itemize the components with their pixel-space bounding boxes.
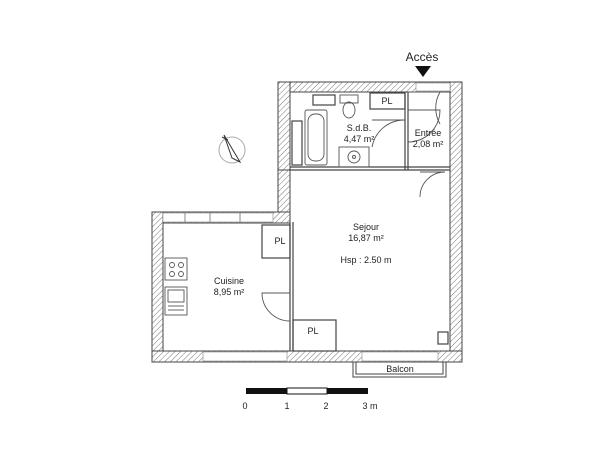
closet-label: PL [307, 326, 318, 336]
room-name-sdb: S.d.B. [347, 123, 372, 133]
doors [261, 91, 446, 322]
room-area-cuisine: 8,95 m² [214, 287, 245, 297]
room-name-cuisine: Cuisine [214, 276, 244, 286]
stove-icon [164, 257, 188, 281]
fixtures [164, 94, 370, 316]
kitchen-sink-icon [164, 286, 188, 316]
balcony [352, 361, 447, 378]
room-labels: S.d.B. 4,47 m² Entrée 2,08 m² Sejour 16,… [214, 96, 444, 374]
svg-text:3 m: 3 m [362, 401, 377, 411]
room-name-entree: Entrée [415, 128, 442, 138]
room-area-sejour: 16,87 m² [348, 233, 384, 243]
ceiling-height: Hsp : 2.50 m [340, 255, 391, 265]
balcony-label: Balcon [386, 364, 414, 374]
sink-icon [338, 146, 370, 168]
closet-label: PL [274, 236, 285, 246]
room-name-sejour: Sejour [353, 222, 379, 232]
room-area-sdb: 4,47 m² [344, 134, 375, 144]
svg-text:1: 1 [284, 401, 289, 411]
north-arrow-icon [218, 134, 246, 164]
interior-walls [261, 92, 450, 352]
access-label: Accès [406, 50, 439, 64]
toilet-icon [339, 94, 359, 104]
arrow-down-icon [415, 66, 431, 77]
scale-bar: 0 1 2 3 m [242, 387, 378, 411]
room-area-entree: 2,08 m² [413, 139, 444, 149]
closet-label: PL [381, 96, 392, 106]
svg-text:2: 2 [323, 401, 328, 411]
svg-text:0: 0 [242, 401, 247, 411]
bathtub-icon [304, 109, 328, 166]
access-marker: Accès [406, 50, 439, 77]
windows [162, 82, 451, 362]
